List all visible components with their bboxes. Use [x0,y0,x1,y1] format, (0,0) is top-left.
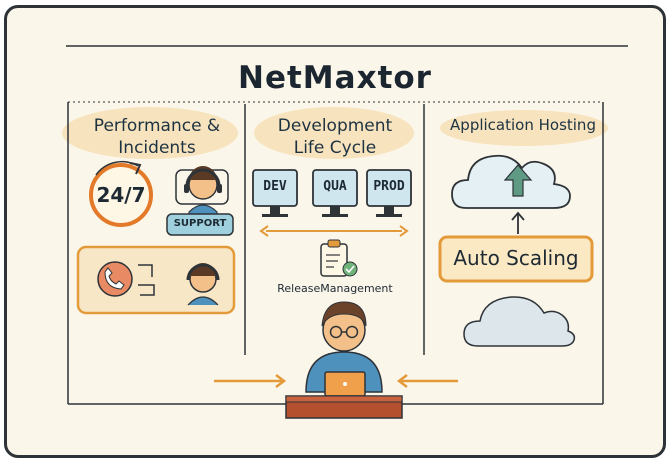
heading-highlight-development [254,107,414,159]
page-title: NetMaxtor [238,60,432,96]
developer-icon [305,301,383,397]
double-arrow-icon [259,225,409,237]
hosting-heading: Application Hosting [450,116,596,134]
support-badge [166,213,234,236]
dev-monitor-icon [252,169,298,217]
development-heading-line1: Development [277,116,393,136]
auto-scaling-label: Auto Scaling [453,246,579,270]
qua-monitor-icon [312,169,358,217]
heading-highlight-hosting [440,110,608,146]
development-heading-line2: Life Cycle [293,138,377,158]
performance-heading-line1: Performance & [93,116,221,136]
prod-monitor-icon [366,169,412,217]
right-arrow-icon [396,374,458,388]
auto-scaling-box [438,235,594,283]
support-label: SUPPORT [173,218,227,229]
left-arrow-icon [214,374,287,388]
support-agent-icon [175,166,229,217]
clipboard-icon [320,239,358,277]
env-label-prod: PROD [373,179,405,194]
performance-heading-line2: Incidents [118,138,196,158]
phone-icon [97,261,155,297]
heading-highlight-performance [62,107,238,159]
env-label-qua: QUA [323,179,347,194]
env-label-dev: DEV [263,179,287,194]
cloud-upload-icon [451,154,571,209]
agent-icon [186,263,220,306]
badge-24-7: 24/7 [96,183,146,207]
cloud-icon [463,296,576,347]
release-management-label: ReleaseManagement [277,282,393,295]
desk [285,395,403,419]
clock-24-7-icon [89,161,153,227]
up-arrow-icon [511,211,525,234]
